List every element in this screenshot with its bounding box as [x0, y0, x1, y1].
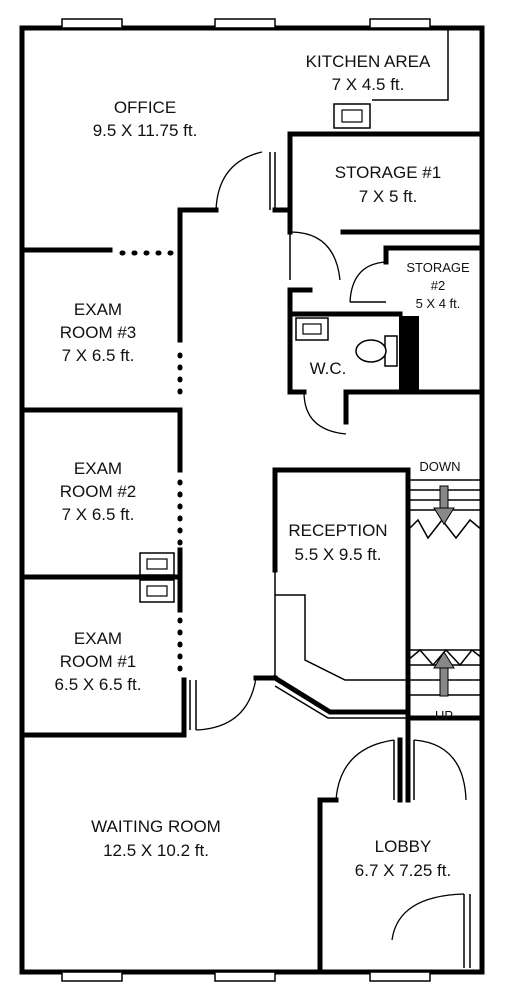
- window-bottom-2: [214, 971, 276, 982]
- office-name: OFFICE: [114, 98, 176, 117]
- exam-3-name: EXAM: [74, 300, 122, 319]
- sink-icon-exam2: [139, 552, 175, 576]
- lobby-walls: [317, 739, 471, 975]
- sink-icon: [295, 317, 329, 341]
- windows: [61, 18, 431, 982]
- storage-1-walls: [287, 131, 485, 281]
- storage-2-walls: [349, 245, 485, 303]
- storage-2-size: 5 X 4 ft.: [416, 296, 461, 311]
- toilet-bowl-icon: [355, 339, 387, 363]
- window-top-1: [61, 18, 123, 29]
- lobby-size: 6.7 X 7.25 ft.: [355, 861, 451, 880]
- waiting-room-name: WAITING ROOM: [91, 817, 221, 836]
- stairs: [405, 479, 485, 721]
- window-bottom-3: [369, 971, 431, 982]
- exam-2-size: 7 X 6.5 ft.: [62, 505, 135, 524]
- window-top-3: [369, 18, 431, 29]
- kitchen-size: 7 X 4.5 ft.: [332, 75, 405, 94]
- exam-walls: [19, 207, 278, 738]
- room-labels: KITCHEN AREA 7 X 4.5 ft. OFFICE 9.5 X 11…: [55, 52, 470, 880]
- stairs-up-label: UP: [435, 708, 453, 723]
- toilet-tank-icon: [384, 335, 398, 367]
- storage-1-name: STORAGE #1: [335, 163, 441, 182]
- window-top-2: [214, 18, 276, 29]
- window-bottom-1: [61, 971, 123, 982]
- exam-1-name: EXAM: [74, 629, 122, 648]
- exam-1-room: ROOM #1: [60, 652, 137, 671]
- down-arrow-icon: [439, 485, 449, 511]
- kitchen-area: [333, 28, 449, 129]
- wc-walls: [287, 287, 485, 435]
- sink-icon-exam1: [139, 579, 175, 603]
- exam-3-room: ROOM #3: [60, 323, 137, 342]
- reception-size: 5.5 X 9.5 ft.: [295, 545, 382, 564]
- storage-1-size: 7 X 5 ft.: [359, 187, 418, 206]
- office-size: 9.5 X 11.75 ft.: [93, 121, 198, 140]
- kitchen-name: KITCHEN AREA: [306, 52, 431, 71]
- reception-name: RECEPTION: [288, 521, 387, 540]
- wc-partition: [399, 316, 419, 392]
- exam-1-size: 6.5 X 6.5 ft.: [55, 675, 142, 694]
- waiting-room-size: 12.5 X 10.2 ft.: [103, 841, 209, 860]
- lobby-name: LOBBY: [375, 837, 432, 856]
- exam-2-name: EXAM: [74, 459, 122, 478]
- wc-name: W.C.: [310, 359, 347, 378]
- kitchen-sink-icon: [333, 103, 371, 129]
- storage-2-number: #2: [431, 278, 445, 293]
- storage-2-name: STORAGE: [406, 260, 470, 275]
- reception-walls: [271, 467, 411, 803]
- office-door: [177, 151, 293, 213]
- up-arrow-icon: [439, 665, 449, 697]
- exam-2-room: ROOM #2: [60, 482, 137, 501]
- exam-3-size: 7 X 6.5 ft.: [62, 346, 135, 365]
- stairs-down-label: DOWN: [419, 459, 460, 474]
